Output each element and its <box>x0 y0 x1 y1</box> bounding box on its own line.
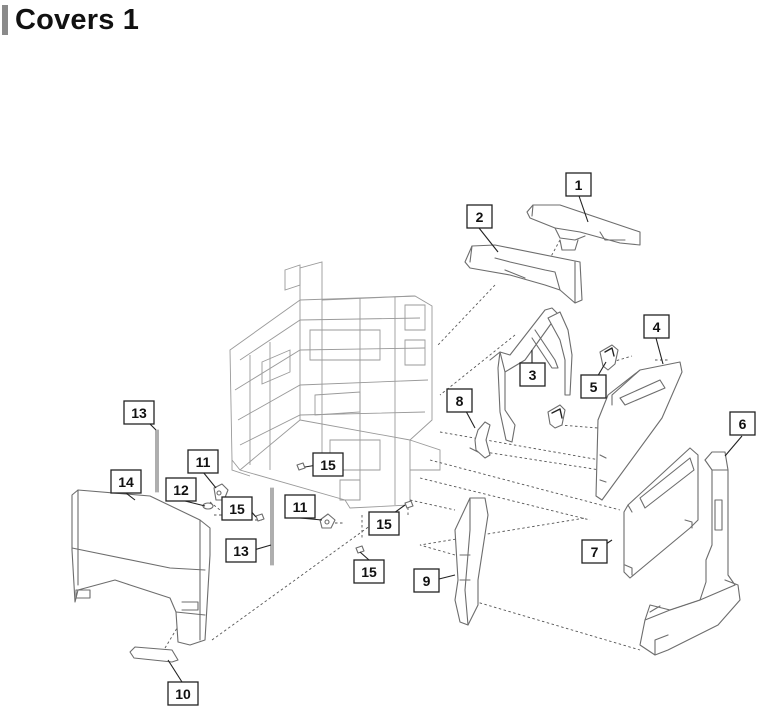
callout-5: 5 <box>580 374 607 399</box>
callout-13-left: 13 <box>123 400 155 425</box>
callout-11-left: 11 <box>187 449 219 474</box>
svg-text:15: 15 <box>320 457 336 473</box>
part-6-right-lower-cover-assembly <box>639 451 741 656</box>
svg-text:11: 11 <box>293 499 308 515</box>
svg-text:15: 15 <box>361 564 377 580</box>
part-2-rear-top-cover <box>464 244 583 304</box>
part-3-side-frame-rods <box>489 307 573 443</box>
page-header: Covers 1 <box>0 0 139 40</box>
callout-10: 10 <box>167 681 199 706</box>
svg-text:12: 12 <box>173 482 189 498</box>
callout-9: 9 <box>413 568 440 593</box>
part-7-right-side-door <box>623 447 699 579</box>
part-15-screw-2 <box>255 513 265 522</box>
leader-lines <box>157 239 668 651</box>
callout-3: 3 <box>519 362 546 387</box>
callout-15-c: 15 <box>368 511 400 536</box>
page-title: Covers 1 <box>15 3 140 36</box>
callout-4: 4 <box>643 314 670 339</box>
part-8-latch <box>469 421 491 459</box>
svg-text:5: 5 <box>590 379 598 395</box>
callout-6: 6 <box>729 411 756 436</box>
title-accent-bar <box>2 5 8 35</box>
part-13-rod-left <box>155 429 159 493</box>
callout-7: 7 <box>581 539 608 564</box>
callout-15-d: 15 <box>353 559 385 584</box>
part-9-left-front-cover <box>454 497 489 626</box>
callout-13-right: 13 <box>225 538 257 563</box>
part-15-screw-3 <box>404 500 414 509</box>
svg-text:1: 1 <box>575 177 583 193</box>
part-14-front-cover <box>71 489 211 646</box>
callout-12: 12 <box>165 477 197 502</box>
callout-8: 8 <box>446 388 473 413</box>
svg-text:14: 14 <box>118 474 134 490</box>
part-11-hinge-bracket-left <box>213 483 229 501</box>
part-10-front-bottom-strip <box>129 646 179 663</box>
callout-1: 1 <box>565 172 592 197</box>
callout-2: 2 <box>466 204 493 229</box>
svg-text:13: 13 <box>233 543 249 559</box>
callout-15-a: 15 <box>312 452 344 477</box>
svg-text:13: 13 <box>131 405 147 421</box>
svg-text:4: 4 <box>653 319 661 335</box>
svg-text:2: 2 <box>476 209 484 225</box>
part-15-screw-1 <box>296 462 306 471</box>
svg-text:15: 15 <box>376 516 392 532</box>
part-4-right-upper-cover <box>595 361 683 501</box>
svg-text:11: 11 <box>196 454 211 470</box>
callout-15-b: 15 <box>221 496 253 521</box>
svg-text:15: 15 <box>229 501 245 517</box>
svg-text:7: 7 <box>591 544 599 560</box>
svg-text:10: 10 <box>175 686 191 702</box>
printer-frame <box>229 261 441 509</box>
part-13-rod-right <box>270 487 274 566</box>
svg-text:9: 9 <box>423 573 431 589</box>
part-11-hinge-bracket-right <box>319 513 336 529</box>
svg-text:3: 3 <box>529 367 537 383</box>
part-1-top-cover <box>526 204 641 251</box>
callout-11-right: 11 <box>284 494 316 519</box>
callout-14: 14 <box>110 469 142 494</box>
svg-text:6: 6 <box>739 416 747 432</box>
part-15-screw-4 <box>355 545 365 554</box>
svg-text:8: 8 <box>456 393 464 409</box>
